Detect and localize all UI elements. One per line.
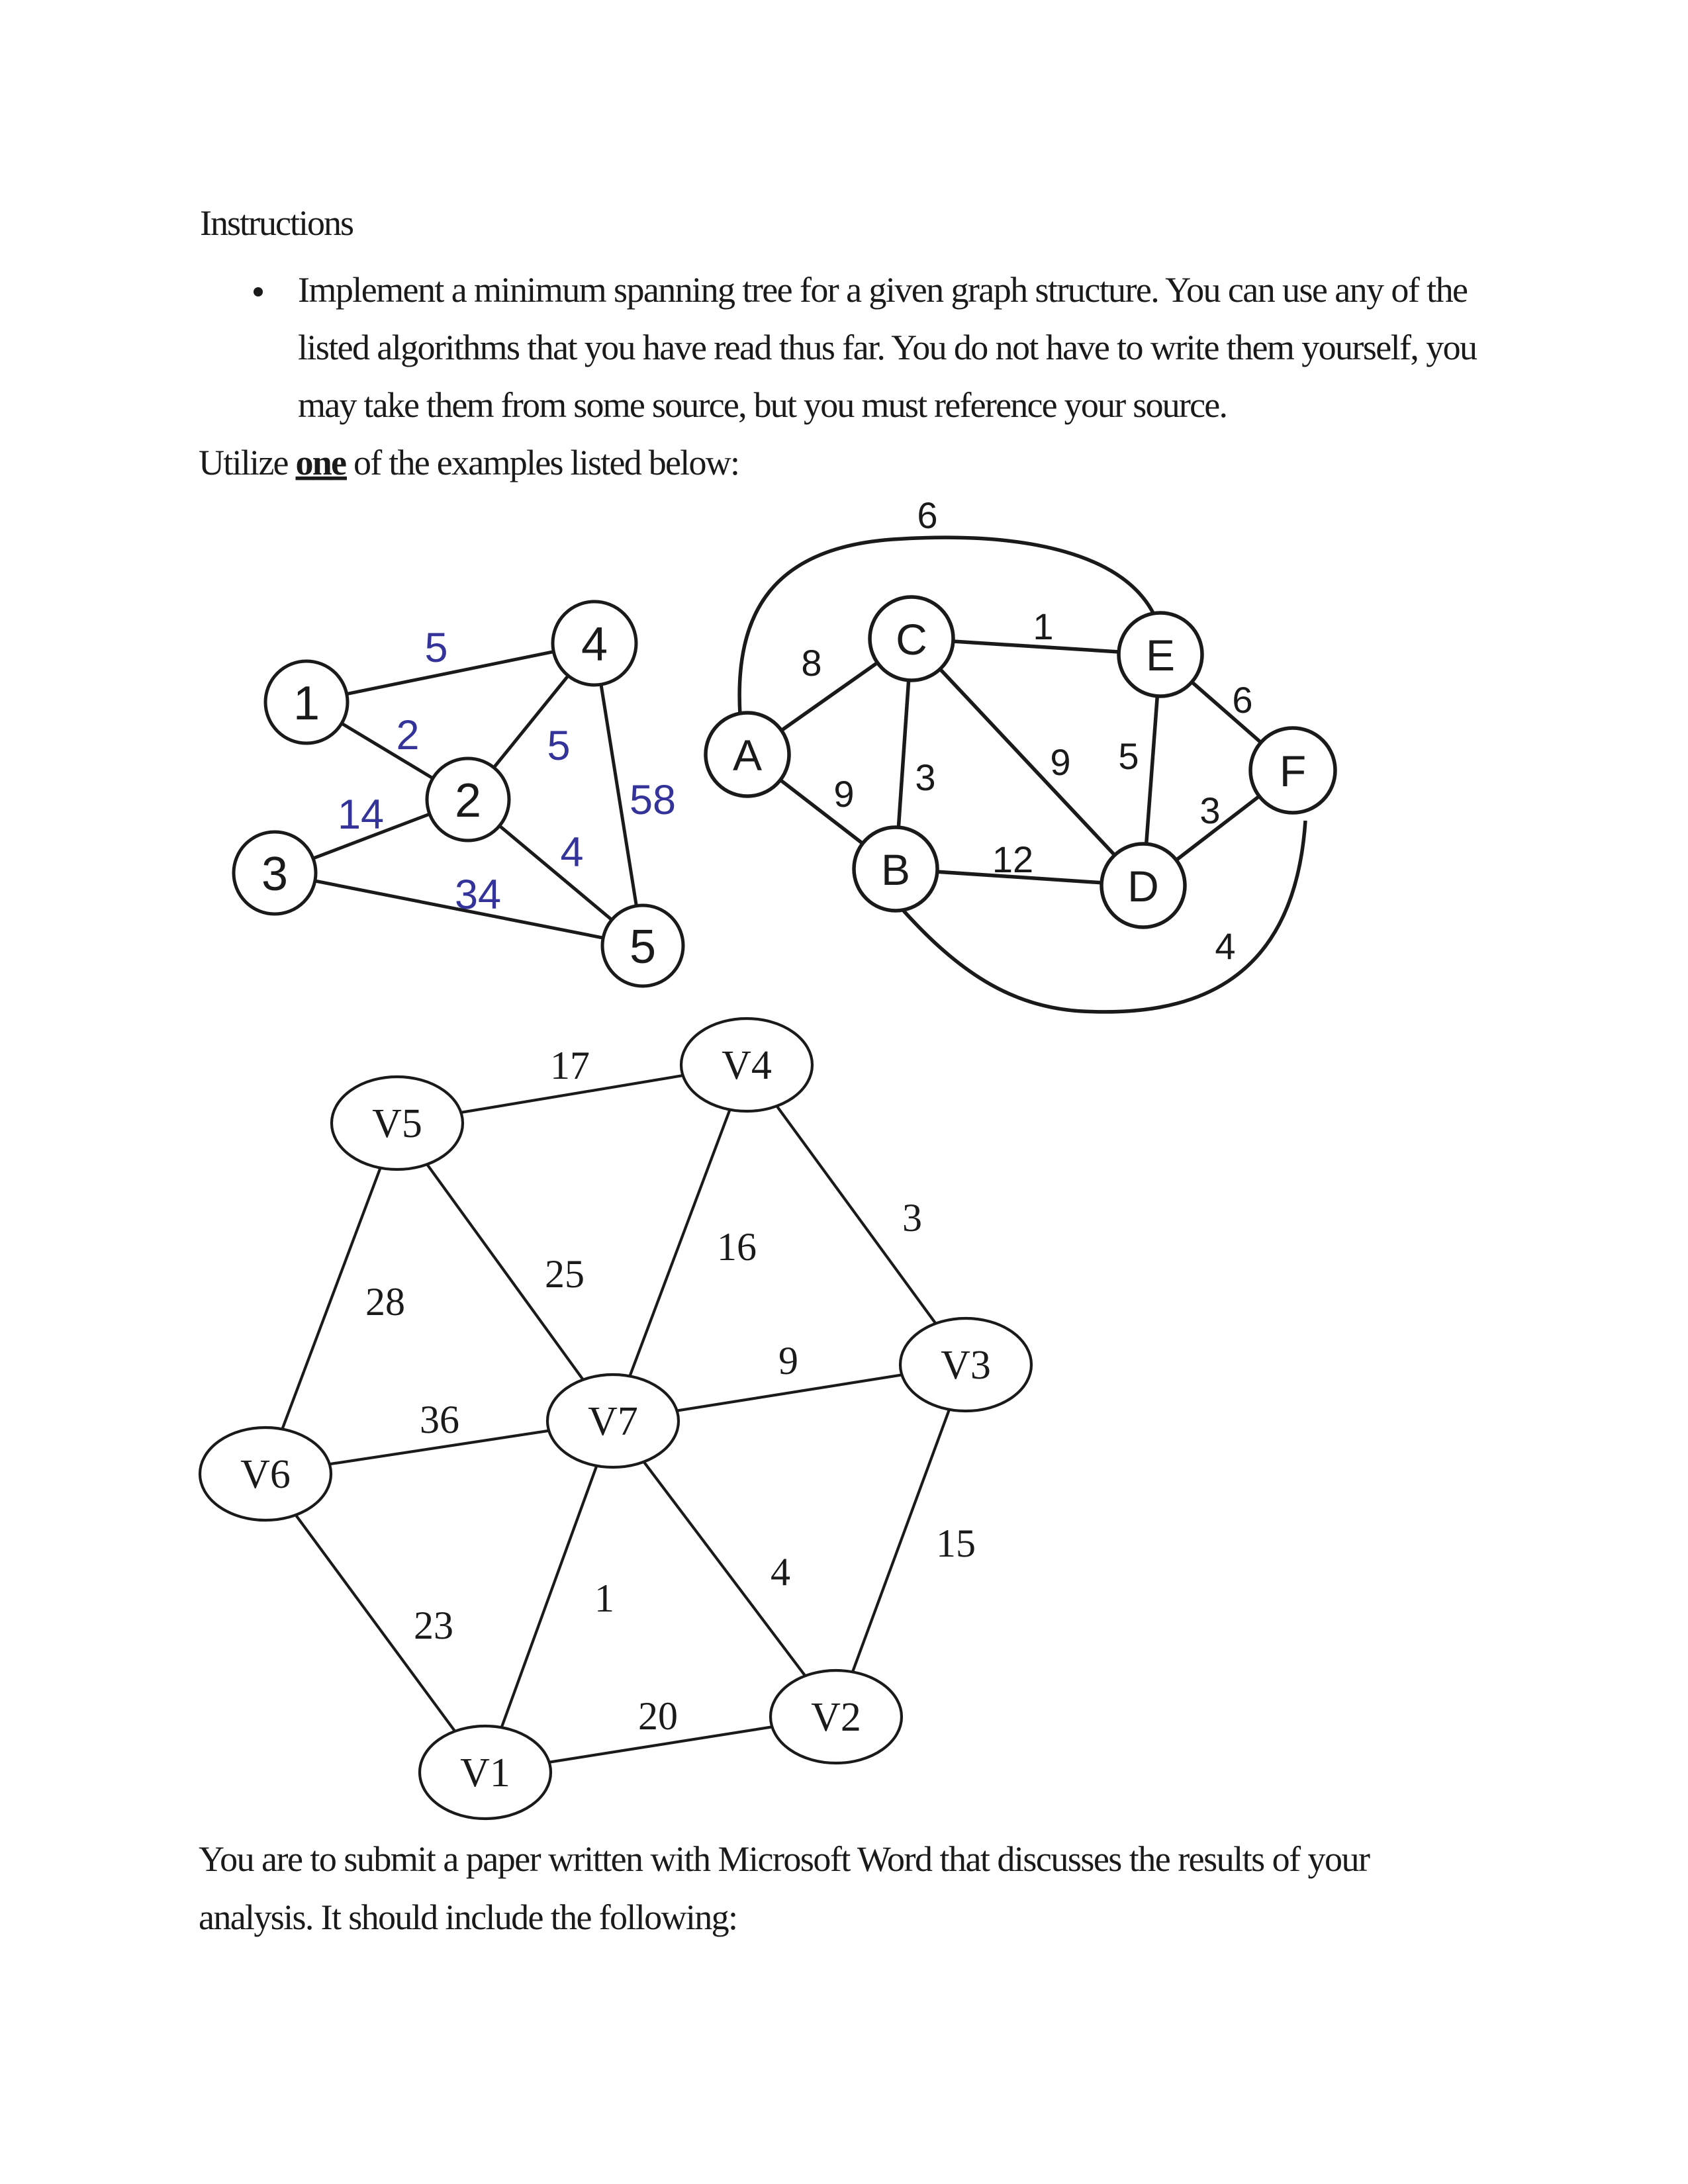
svg-text:9: 9 [778, 1339, 798, 1383]
svg-text:1: 1 [594, 1576, 614, 1620]
svg-text:D: D [1127, 862, 1159, 911]
svg-text:V2: V2 [811, 1695, 861, 1740]
svg-text:3: 3 [902, 1196, 922, 1240]
svg-text:4: 4 [771, 1550, 790, 1594]
svg-text:58: 58 [630, 777, 676, 823]
svg-text:20: 20 [638, 1694, 678, 1738]
svg-text:3: 3 [1199, 790, 1220, 831]
svg-text:E: E [1146, 631, 1175, 680]
svg-text:V1: V1 [460, 1751, 510, 1796]
svg-text:16: 16 [717, 1225, 757, 1269]
svg-text:F: F [1280, 747, 1306, 796]
svg-text:8: 8 [801, 642, 821, 684]
svg-text:analysis. It should include th: analysis. It should include the followin… [199, 1897, 738, 1937]
svg-text:9: 9 [1050, 741, 1070, 783]
svg-text:Utilize one of the examples li: Utilize one of the examples listed below… [199, 443, 740, 482]
svg-text:V7: V7 [588, 1399, 638, 1444]
svg-text:Implement a minimum spanning t: Implement a minimum spanning tree for a … [298, 270, 1468, 310]
svg-text:5: 5 [424, 625, 447, 671]
svg-text:2: 2 [396, 712, 419, 758]
svg-text:1: 1 [293, 677, 320, 730]
svg-text:A: A [733, 731, 762, 780]
svg-text:12: 12 [992, 839, 1033, 880]
svg-text:You are to submit a paper writ: You are to submit a paper written with M… [199, 1839, 1370, 1879]
svg-text:25: 25 [545, 1252, 585, 1296]
svg-text:15: 15 [936, 1522, 976, 1565]
svg-text:28: 28 [365, 1280, 405, 1324]
svg-text:17: 17 [550, 1044, 590, 1087]
svg-text:V6: V6 [240, 1452, 291, 1497]
svg-text:4: 4 [581, 618, 608, 671]
svg-text:34: 34 [455, 872, 501, 918]
svg-text:4: 4 [560, 829, 583, 876]
svg-text:23: 23 [414, 1604, 453, 1647]
svg-text:V5: V5 [372, 1101, 422, 1146]
svg-text:5: 5 [547, 723, 570, 769]
svg-text:2: 2 [455, 774, 481, 827]
svg-text:1: 1 [1033, 606, 1053, 647]
svg-text:36: 36 [420, 1398, 459, 1441]
svg-text:V4: V4 [722, 1043, 772, 1088]
svg-text:14: 14 [338, 792, 384, 838]
svg-text:B: B [881, 845, 910, 894]
svg-text:listed algorithms that you hav: listed algorithms that you have read thu… [298, 328, 1477, 367]
svg-text:3: 3 [261, 848, 288, 901]
svg-text:6: 6 [1232, 679, 1252, 721]
svg-text:Instructions: Instructions [200, 203, 354, 243]
svg-text:V3: V3 [941, 1343, 991, 1388]
svg-text:3: 3 [915, 756, 935, 798]
svg-text:6: 6 [917, 494, 937, 536]
svg-text:9: 9 [833, 773, 854, 815]
svg-text:5: 5 [1118, 735, 1139, 777]
svg-text:5: 5 [630, 921, 656, 974]
svg-text:4: 4 [1215, 925, 1235, 967]
svg-text:C: C [896, 615, 927, 664]
svg-text:may take them from some source: may take them from some source, but you … [298, 385, 1228, 425]
